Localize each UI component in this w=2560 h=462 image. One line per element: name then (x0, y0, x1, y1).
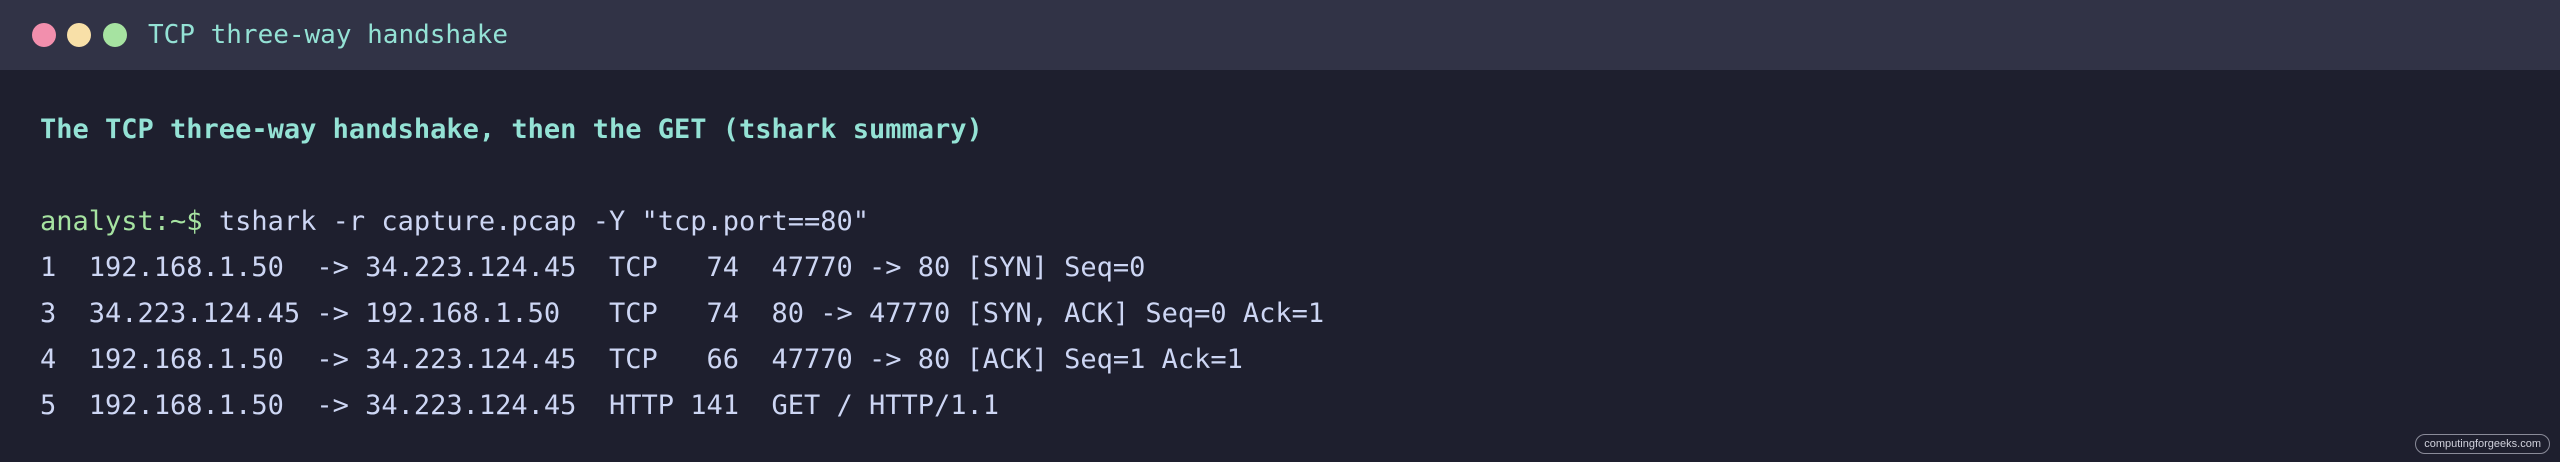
maximize-button[interactable] (103, 23, 127, 47)
output-line-2: 3 34.223.124.45 -> 192.168.1.50 TCP 74 8… (40, 298, 1325, 329)
command-text: tshark -r capture.pcap -Y "tcp.port==80" (202, 206, 870, 237)
output-line-4: 5 192.168.1.50 -> 34.223.124.45 HTTP 141… (40, 390, 1000, 421)
command-line: analyst:~$ tshark -r capture.pcap -Y "tc… (40, 204, 869, 240)
output-line-1: 1 192.168.1.50 -> 34.223.124.45 TCP 74 4… (40, 252, 1146, 283)
output-line-3: 4 192.168.1.50 -> 34.223.124.45 TCP 66 4… (40, 344, 1243, 375)
title-bar: TCP three-way handshake (0, 0, 2560, 70)
minimize-button[interactable] (67, 23, 91, 47)
close-button[interactable] (32, 23, 56, 47)
section-heading: The TCP three-way handshake, then the GE… (40, 114, 983, 145)
window-title: TCP three-way handshake (148, 20, 509, 50)
watermark-badge: computingforgeeks.com (2415, 434, 2550, 454)
shell-prompt: analyst:~$ (40, 206, 203, 237)
